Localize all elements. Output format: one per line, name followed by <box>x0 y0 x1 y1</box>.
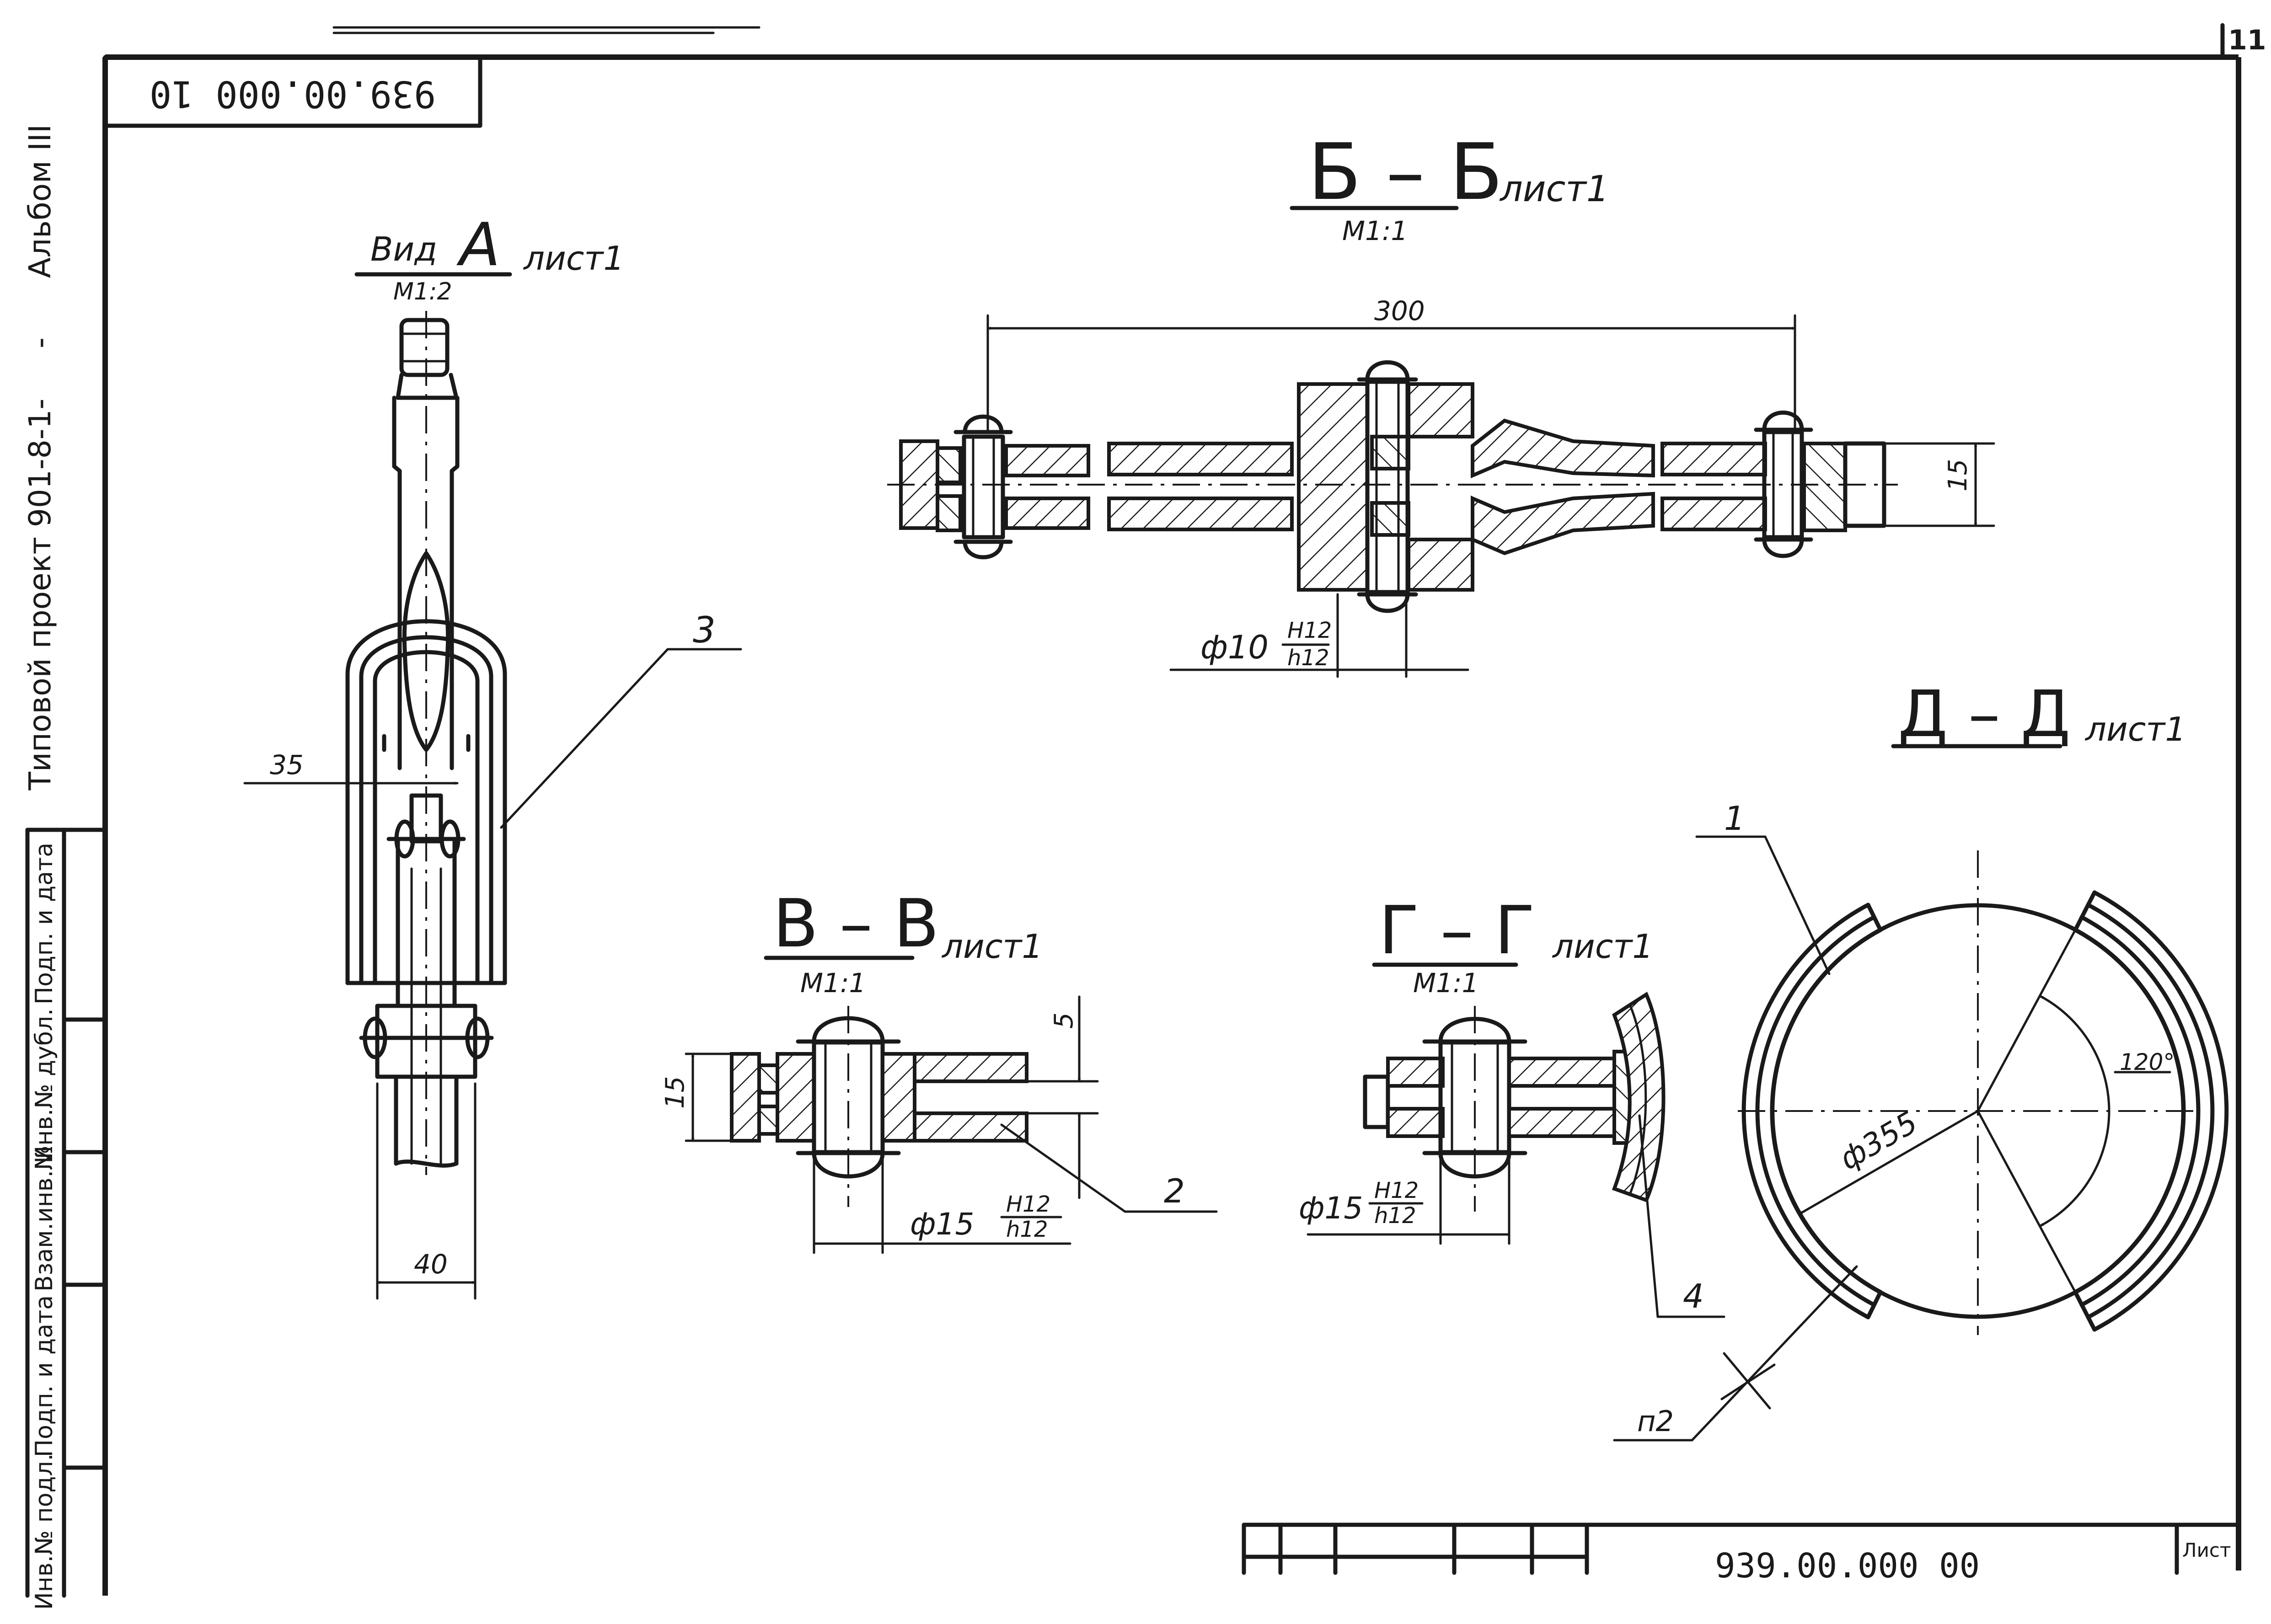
vv-title: В – В <box>773 885 939 962</box>
gg-scale: М1:1 <box>1413 967 1478 999</box>
vv-fit-shaft: h12 <box>1006 1217 1048 1242</box>
bb-sheet-ref: лист1 <box>1499 169 1609 210</box>
bottom-sheet-label: Лист <box>2182 1539 2231 1561</box>
gg-fit-diameter: ф15 <box>1299 1191 1363 1226</box>
dd-title: Д – Д <box>1898 677 2071 752</box>
gg-callout-4: 4 <box>1683 1277 1704 1315</box>
bb-fit-hole: H12 <box>1287 618 1332 643</box>
view-section-gg: Г – Г М1:1 лист1 ф15 H12 h12 4 <box>1299 892 1725 1318</box>
vid-a-sheet-ref: лист1 <box>523 239 624 278</box>
vid-a-scale: М1:2 <box>393 278 452 305</box>
vv-dim-5: 5 <box>1049 1012 1079 1029</box>
vid-a-dim-40: 40 <box>414 1249 448 1280</box>
gg-sheet-ref: лист1 <box>1552 927 1653 966</box>
sheet-number-box: 11 <box>2220 23 2266 59</box>
side-cell-label-5: Инв.№ подл. <box>31 1453 58 1610</box>
bb-dim-300: 300 <box>1374 295 1425 326</box>
side-dash: - <box>22 337 58 348</box>
gg-title: Г – Г <box>1379 892 1535 969</box>
title-block: 939.00.000 00 Лист <box>1242 1522 2241 1586</box>
view-section-dd: Д – Д лист1 120° ф355 1 <box>1613 677 2229 1442</box>
side-album-text: Альбом III <box>22 124 58 278</box>
vv-callout-2: 2 <box>1164 1172 1185 1210</box>
side-cell-label-2: Инв.№ дубл. <box>31 1008 58 1163</box>
bottom-drawing-code: 939.00.000 00 <box>1715 1546 1980 1586</box>
bb-dim-15: 15 <box>1943 459 1973 491</box>
sheet-number: 11 <box>2228 24 2266 56</box>
vv-scale: М1:1 <box>800 967 866 999</box>
vv-dim-15: 15 <box>660 1076 690 1109</box>
vid-a-dim-35: 35 <box>270 749 304 780</box>
code-box: 939.00.000 10 <box>103 55 482 128</box>
vv-sheet-ref: лист1 <box>941 927 1043 966</box>
vid-a-callout-3: 3 <box>693 610 716 651</box>
view-vid-a: Вид А лист1 М1:2 <box>243 210 742 1300</box>
side-strip: Типовой проект 901-8-1- - Альбом III Под… <box>22 124 107 1610</box>
gg-fit-hole: H12 <box>1374 1178 1419 1203</box>
side-cell-label-3: Взам.инв.№ <box>31 1145 58 1292</box>
vid-a-title: Вид <box>370 230 437 268</box>
code-box-text: 939.00.000 10 <box>150 73 436 115</box>
vid-a-letter: А <box>456 210 500 279</box>
dd-weld-callout: п2 <box>1637 1405 1674 1438</box>
side-cell-label-4: Подп. и дата <box>31 1295 58 1457</box>
dd-angle-120: 120° <box>2120 1049 2175 1075</box>
vv-fit-diameter: ф15 <box>910 1207 974 1242</box>
gg-fit-shaft: h12 <box>1374 1203 1416 1229</box>
bb-title: Б – Б <box>1308 127 1503 218</box>
dd-sheet-ref: лист1 <box>2084 710 2186 748</box>
view-section-bb: Б – Б М1:1 лист1 300 <box>887 127 1995 678</box>
side-project-text: Типовой проект 901-8-1- <box>22 399 58 791</box>
bb-scale: М1:1 <box>1342 215 1408 246</box>
side-cell-label-1: Подп. и дата <box>31 843 58 1004</box>
dd-callout-1: 1 <box>1724 799 1745 838</box>
view-section-vv: В – В М1:1 лист1 5 15 ф15 H12 <box>660 885 1218 1254</box>
bb-fit-diameter: ф10 <box>1200 629 1269 666</box>
dd-diameter: ф355 <box>1834 1105 1923 1177</box>
bb-fit-shaft: h12 <box>1287 645 1329 671</box>
vv-fit-hole: H12 <box>1006 1191 1050 1217</box>
